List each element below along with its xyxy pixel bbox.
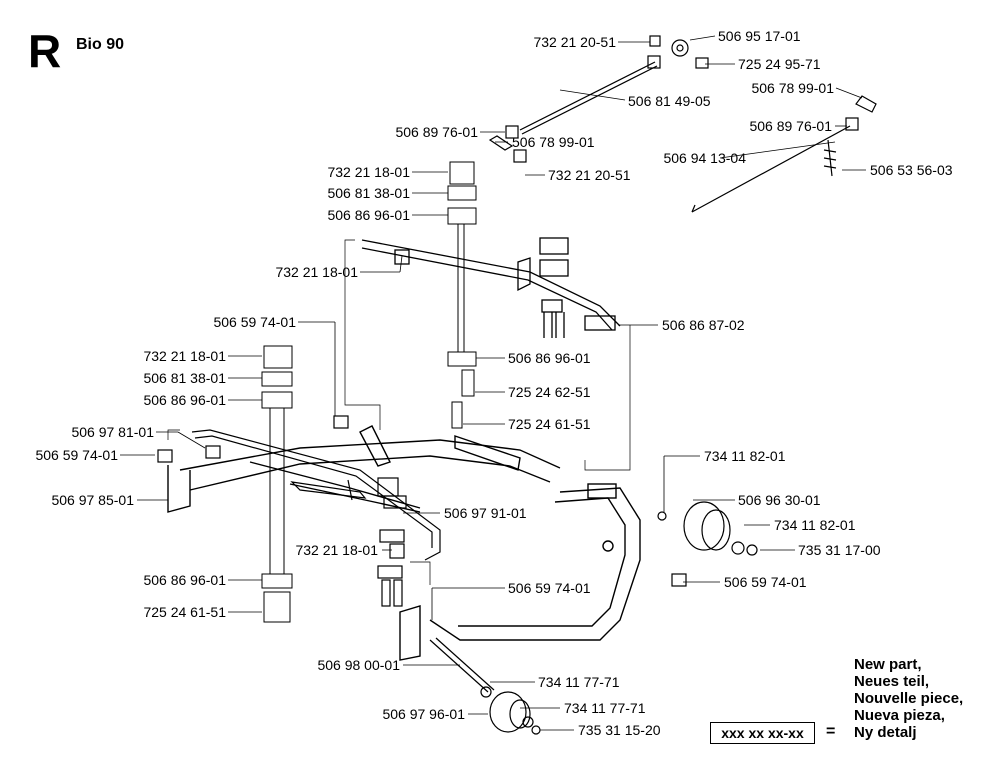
part-label: 506 96 30-01 — [738, 492, 821, 508]
part-label: 732 21 18-01 — [327, 164, 410, 180]
main-frame — [167, 425, 641, 661]
part-label: 735 31 15-20 — [578, 722, 661, 738]
part-label: 506 59 74-01 — [213, 314, 296, 330]
part-label: 506 97 81-01 — [71, 424, 154, 440]
legend-line: Nueva pieza, — [854, 707, 945, 724]
part-label: 506 78 99-01 — [512, 134, 595, 150]
part-label: 506 97 91-01 — [444, 505, 527, 521]
part-label: 506 78 99-01 — [751, 80, 834, 96]
part-label: 506 86 96-01 — [143, 572, 226, 588]
part-label: 732 21 18-01 — [295, 542, 378, 558]
part-label: 732 21 18-01 — [275, 264, 358, 280]
part-label: 732 21 20-51 — [533, 34, 616, 50]
part-label: 734 11 77-71 — [564, 700, 646, 716]
part-label: 506 86 96-01 — [143, 392, 226, 408]
part-label: 735 31 17-00 — [798, 542, 881, 558]
legend-line: Neues teil, — [854, 673, 930, 690]
part-label: 506 59 74-01 — [508, 580, 591, 596]
part-label: 725 24 95-71 — [738, 56, 821, 72]
part-label: 725 24 62-51 — [508, 384, 591, 400]
part-label: 734 11 82-01 — [704, 448, 786, 464]
part-label: 734 11 77-71 — [538, 674, 620, 690]
part-label: 506 81 49-05 — [628, 93, 711, 109]
part-label: 732 21 20-51 — [548, 167, 631, 183]
part-label: 506 59 74-01 — [724, 574, 807, 590]
part-label: 506 86 96-01 — [508, 350, 591, 366]
legend-line: Ny detalj — [854, 724, 917, 741]
section-letter: R — [28, 25, 62, 77]
part-label: 506 86 96-01 — [327, 207, 410, 223]
legend-line: New part, — [854, 656, 922, 673]
part-label: 506 95 17-01 — [718, 28, 801, 44]
wheel-assemblies — [429, 501, 758, 735]
legend-equals: = — [826, 723, 836, 740]
part-label: 506 97 85-01 — [51, 492, 134, 508]
part-label: 734 11 82-01 — [774, 517, 856, 533]
part-label: 506 59 74-01 — [35, 447, 118, 463]
part-label: 725 24 61-51 — [143, 604, 226, 620]
part-label: 506 94 13-04 — [663, 150, 746, 166]
part-label: 725 24 61-51 — [508, 416, 591, 432]
legend-line: Nouvelle piece, — [854, 690, 964, 707]
part-label: 506 89 76-01 — [395, 124, 478, 140]
assembly-guides — [167, 239, 631, 585]
upper-frame-bar — [361, 237, 621, 338]
part-label: 506 98 00-01 — [317, 657, 400, 673]
part-label: 506 53 56-03 — [870, 162, 953, 178]
legend-part-number-box: xxx xx xx-xx — [710, 722, 815, 744]
rear-link-rod — [157, 415, 441, 607]
model-name: Bio 90 — [76, 36, 125, 53]
part-label: 506 89 76-01 — [749, 118, 832, 134]
part-label: 506 81 38-01 — [143, 370, 226, 386]
upper-rod-assembly — [488, 35, 877, 213]
part-label: 732 21 18-01 — [143, 348, 226, 364]
vertical-studs — [261, 161, 477, 623]
part-label: 506 81 38-01 — [327, 185, 410, 201]
part-label: 506 97 96-01 — [382, 706, 465, 722]
part-label: 506 86 87-02 — [662, 317, 745, 333]
